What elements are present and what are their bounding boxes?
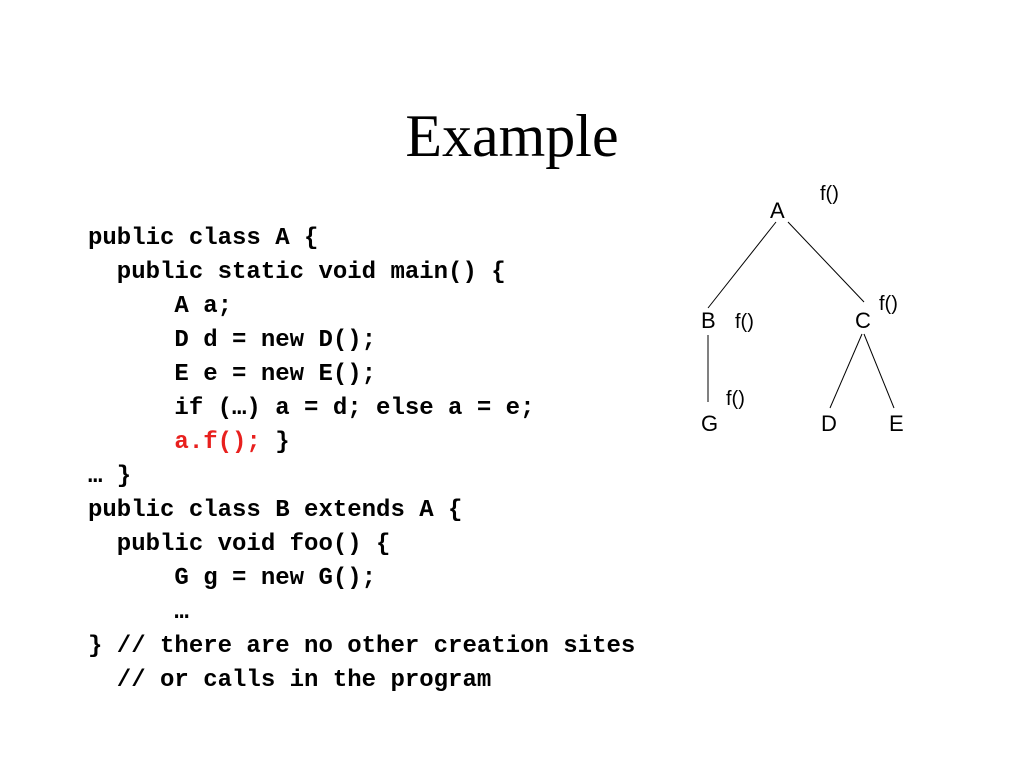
node-a: A (770, 198, 785, 223)
code-line-7: a.f(); } (88, 426, 635, 460)
annotation-a-f: f() (820, 183, 839, 205)
slide-title: Example (405, 103, 619, 169)
highlighted-call: a.f(); (174, 429, 261, 456)
node-c: C (855, 308, 871, 333)
edge-a-b (707, 221, 777, 309)
code-line-2: public static void main() { (88, 259, 506, 286)
code-line-6: if (…) a = d; else a = e; (88, 395, 535, 422)
code-line-14: // or calls in the program (88, 667, 492, 694)
code-line-3: A a; (88, 293, 233, 320)
node-e: E (889, 411, 904, 436)
edge-c-e (863, 333, 895, 409)
annotation-c-f: f() (879, 293, 898, 315)
edge-a-c (787, 221, 865, 303)
code-line-7-suffix: } (260, 429, 290, 456)
code-line-13: } // there are no other creation sites (88, 633, 636, 660)
node-b: B (701, 308, 716, 333)
code-line-10: public void foo() { (88, 531, 391, 558)
node-g: G (701, 411, 718, 436)
code-line-11: G g = new G(); (88, 565, 377, 592)
edge-c-d (829, 333, 863, 409)
code-line-1: public class A { (88, 225, 319, 252)
code-line-8: … } (88, 463, 132, 490)
code-block: public class A { public static void main… (88, 222, 635, 698)
code-line-12: … (88, 599, 189, 626)
code-line-4: D d = new D(); (88, 327, 377, 354)
annotation-g-f: f() (726, 388, 745, 410)
code-line-9: public class B extends A { (88, 497, 463, 524)
code-line-5: E e = new E(); (88, 361, 377, 388)
annotation-b-f: f() (735, 311, 754, 333)
node-d: D (821, 411, 837, 436)
